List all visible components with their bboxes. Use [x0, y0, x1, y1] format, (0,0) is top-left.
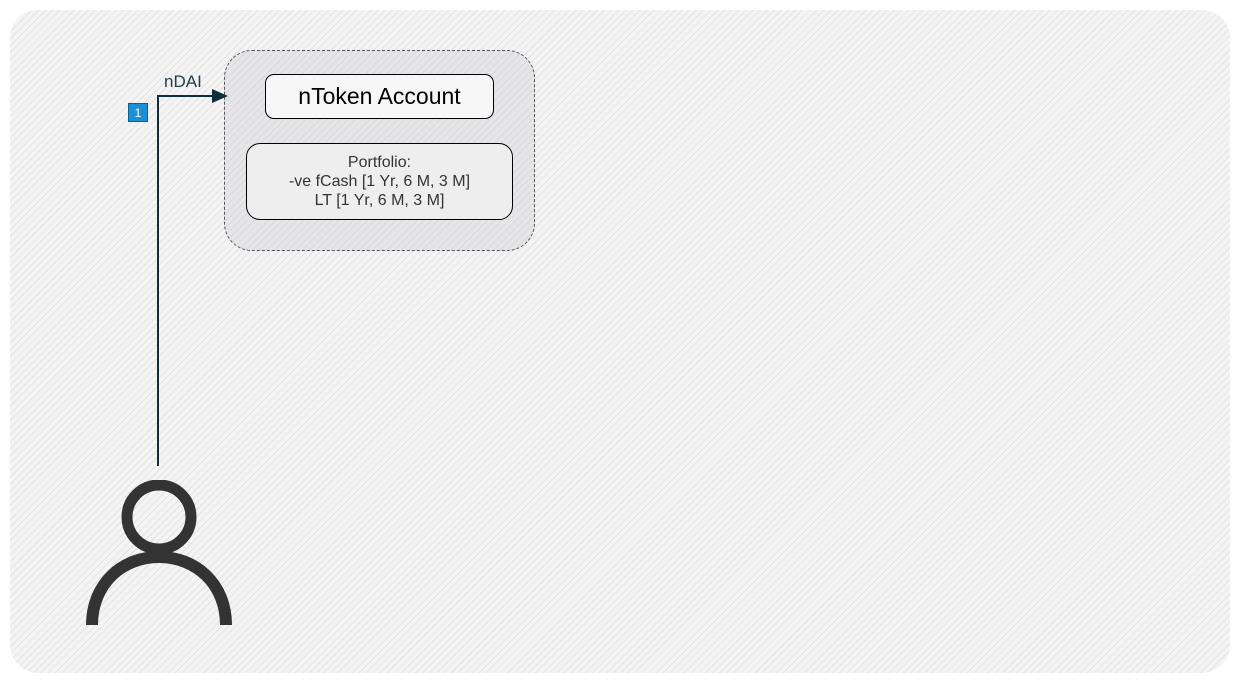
portfolio-line-lt: LT [1 Yr, 6 M, 3 M]: [314, 192, 445, 209]
portfolio-box: Portfolio: -ve fCash [1 Yr, 6 M, 3 M] LT…: [246, 143, 513, 220]
portfolio-line-heading: Portfolio:: [347, 154, 412, 171]
portfolio-line-fcash: -ve fCash [1 Yr, 6 M, 3 M]: [288, 173, 471, 190]
flow-label: nDAI: [164, 72, 202, 91]
user-icon: [86, 480, 232, 625]
step-badge: 1: [128, 103, 148, 122]
ntoken-account-title: nToken Account: [265, 74, 494, 119]
